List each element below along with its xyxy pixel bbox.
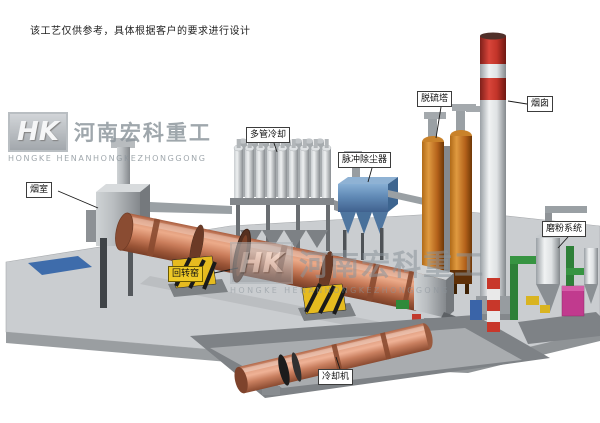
blue-mat — [28, 256, 92, 275]
disclaimer-text: 该工艺仅供参考，具体根据客户的要求进行设计 — [30, 26, 251, 37]
label-smoke-chamber: 烟室 — [26, 182, 53, 198]
cooler-tyre — [278, 354, 290, 386]
label-chimney: 烟囱 — [527, 96, 554, 112]
desulfurization-towers-graphic — [422, 104, 488, 294]
label-rotary-kiln: 回转窑 — [168, 266, 204, 282]
label-multi-tube-cooler: 多管冷却 — [246, 127, 291, 143]
cooling-machine-graphic — [234, 323, 433, 394]
cooler-tyre — [291, 352, 302, 382]
label-grinding-system: 磨粉系统 — [542, 221, 587, 237]
label-desulfurization-tower: 脱硫塔 — [417, 91, 453, 107]
label-pulse-dust-collector: 脉冲除尘器 — [338, 152, 392, 168]
label-cooling-machine: 冷却机 — [318, 369, 354, 385]
